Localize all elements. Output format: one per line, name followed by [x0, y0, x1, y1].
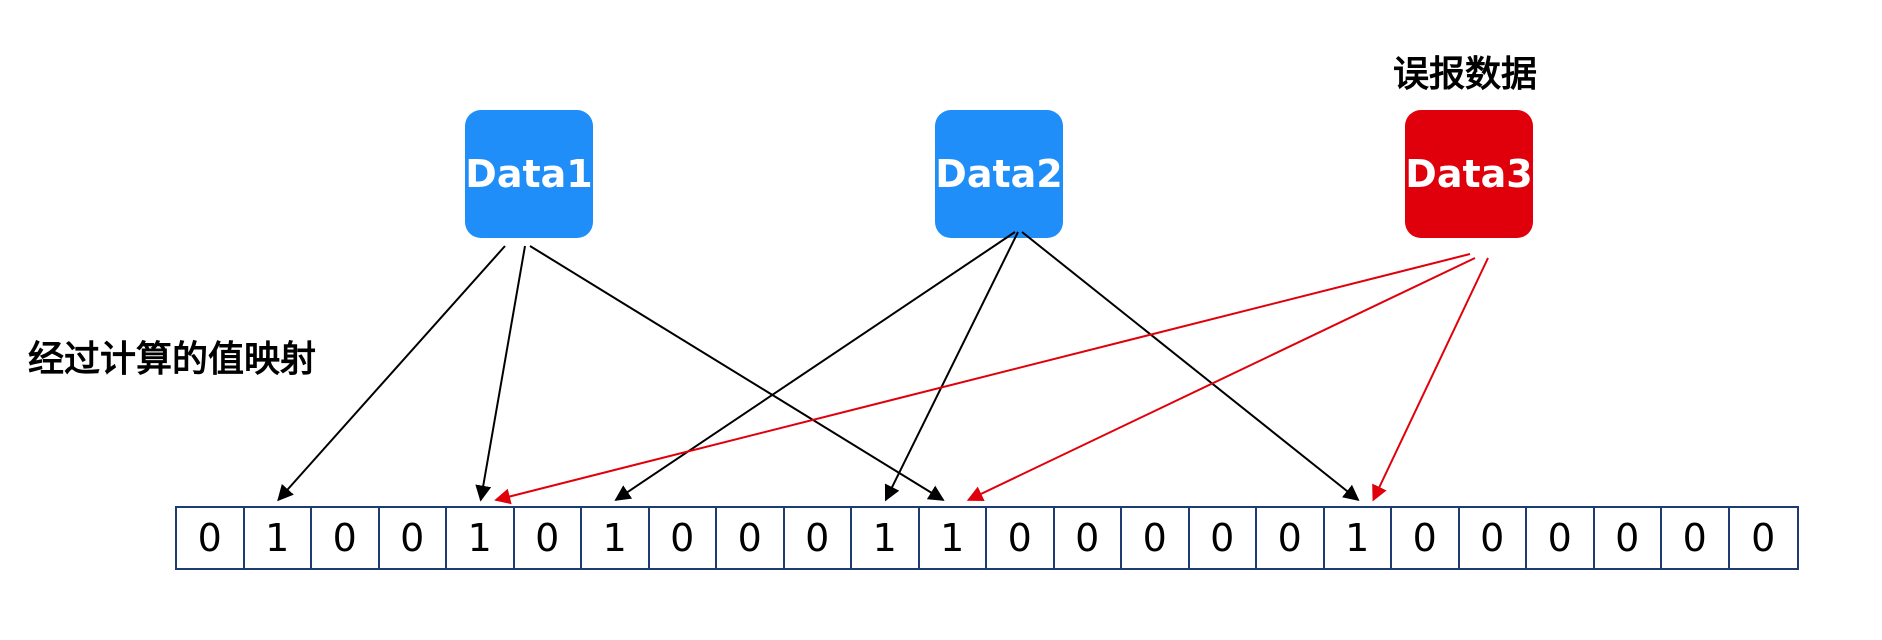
data1-label: Data1 [465, 152, 593, 196]
bit-cell: 0 [1392, 508, 1460, 568]
mapping-arrow [1372, 257, 1489, 502]
bit-cell: 0 [1595, 508, 1662, 568]
bit-cell: 0 [515, 508, 582, 568]
bit-cell: 0 [1460, 508, 1527, 568]
mapping-arrow [614, 231, 1016, 501]
bit-cell: 1 [447, 508, 515, 568]
bit-cell: 0 [650, 508, 717, 568]
mapping-arrow [529, 245, 945, 501]
bit-cell: 0 [1527, 508, 1595, 568]
bit-cell: 0 [1662, 508, 1730, 568]
mapping-arrow [1021, 231, 1360, 501]
bit-cell: 1 [245, 508, 312, 568]
mapping-label: 经过计算的值映射 [28, 339, 317, 380]
data1-node: Data1 [465, 110, 593, 238]
data2-node: Data2 [935, 110, 1063, 238]
bit-cell: 0 [717, 508, 785, 568]
bit-cell: 0 [785, 508, 852, 568]
data3-node: Data3 [1405, 110, 1533, 238]
false-positive-label: 误报数据 [1393, 54, 1538, 95]
bit-cell: 1 [1325, 508, 1392, 568]
bit-cell: 0 [1751, 516, 1776, 560]
bit-cell: 0 [1055, 508, 1122, 568]
mapping-arrow [494, 253, 1471, 505]
bit-cell: 0 [1122, 508, 1190, 568]
bit-cell: 0 [380, 508, 447, 568]
mapping-arrow [966, 257, 1476, 502]
mapping-arrow [884, 231, 1019, 502]
bit-cell: 0 [1257, 508, 1325, 568]
bit-cell: 0 [312, 508, 380, 568]
mapping-arrow [475, 245, 526, 502]
mapping-arrow [277, 245, 506, 502]
data3-label: Data3 [1405, 152, 1533, 196]
bit-cell: 0 [177, 508, 245, 568]
bit-cell: 1 [852, 508, 920, 568]
bit-cell: 1 [582, 508, 650, 568]
bit-cell: 1 [920, 508, 987, 568]
bit-cell: 0 [987, 508, 1055, 568]
data2-label: Data2 [935, 152, 1063, 196]
bit-cell: 0 [1190, 508, 1257, 568]
